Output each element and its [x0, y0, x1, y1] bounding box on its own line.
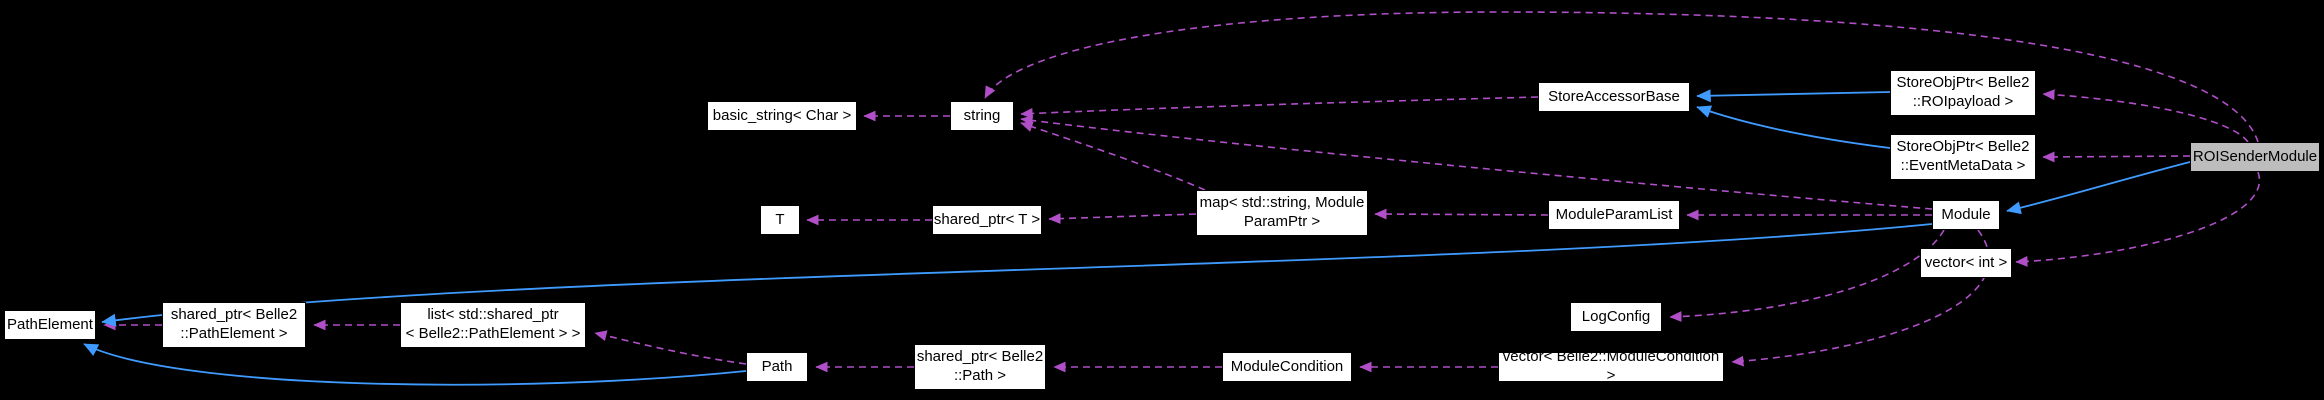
edge-inherit-StoreObjPtr_EventMetaData-to-StoreAccessorBase: [1696, 105, 1891, 149]
node-modulecondition[interactable]: ModuleCondition: [1222, 352, 1352, 382]
edge-usage-Module-to-string: [1020, 115, 1933, 210]
edge-inherit-Module-to-PathElement: [101, 223, 1933, 327]
edge-inherit-StoreObjPtr_ROIpayload-to-StoreAccessorBase: [1696, 89, 1891, 103]
edge-inherit-Path-to-PathElement: [83, 343, 747, 386]
node-shared-ptr-pathelement[interactable]: shared_ptr< Belle2 ::PathElement >: [162, 302, 306, 348]
node-store-accessor-base[interactable]: StoreAccessorBase: [1538, 82, 1690, 112]
edge-usage-ROISenderModule-to-string: [984, 11, 2259, 143]
edge-usage-Module-to-LogConfig: [1669, 229, 1945, 322]
node-string[interactable]: string: [950, 101, 1014, 131]
node-logconfig[interactable]: LogConfig: [1570, 302, 1662, 332]
node-path[interactable]: Path: [746, 352, 808, 382]
node-storeobjptr-roipayload[interactable]: StoreObjPtr< Belle2 ::ROIpayload >: [1890, 70, 2036, 116]
node-vector-int[interactable]: vector< int >: [1920, 248, 2012, 278]
node-pathelement[interactable]: PathElement: [4, 310, 96, 340]
edge-inherit-ROISenderModule-to-Module: [2006, 161, 2191, 215]
edge-usage-ROISenderModule-to-StoreObjPtr_ROIpayload: [2042, 89, 2249, 143]
edge-usage-ROISenderModule-to-StoreObjPtr_EventMetaData: [2042, 151, 2191, 163]
node-storeobjptr-eventmetadata[interactable]: StoreObjPtr< Belle2 ::EventMetaData >: [1890, 134, 2036, 180]
edge-usage-map-to-shared_ptr_T: [1048, 213, 1197, 225]
edge-usage-ROISenderModule-to-vector_int: [2015, 171, 2261, 267]
node-t[interactable]: T: [760, 205, 800, 235]
edge-usage-Path-to-list: [594, 330, 747, 365]
node-module[interactable]: Module: [1932, 200, 2000, 230]
edge-usage-map-to-string: [1020, 121, 1206, 191]
edge-usage-ModuleParamList-to-map: [1374, 208, 1549, 220]
node-vector-modulecondition[interactable]: vector< Belle2::ModuleCondition >: [1498, 348, 1724, 384]
node-shared-ptr-path[interactable]: shared_ptr< Belle2 ::Path >: [914, 344, 1046, 390]
node-list-shared-ptr-pathelement[interactable]: list< std::shared_ptr < Belle2::PathElem…: [400, 302, 586, 348]
node-basic-string[interactable]: basic_string< Char >: [707, 101, 857, 131]
node-shared-ptr-t[interactable]: shared_ptr< T >: [932, 205, 1042, 235]
edge-usage-StoreAccessorBase-to-string: [1020, 96, 1539, 119]
node-roisendermodule: ROISenderModule: [2190, 142, 2320, 172]
node-moduleparamlist[interactable]: ModuleParamList: [1548, 200, 1680, 230]
node-map-string-moduleparamptr[interactable]: map< std::string, Module ParamPtr >: [1196, 190, 1368, 236]
